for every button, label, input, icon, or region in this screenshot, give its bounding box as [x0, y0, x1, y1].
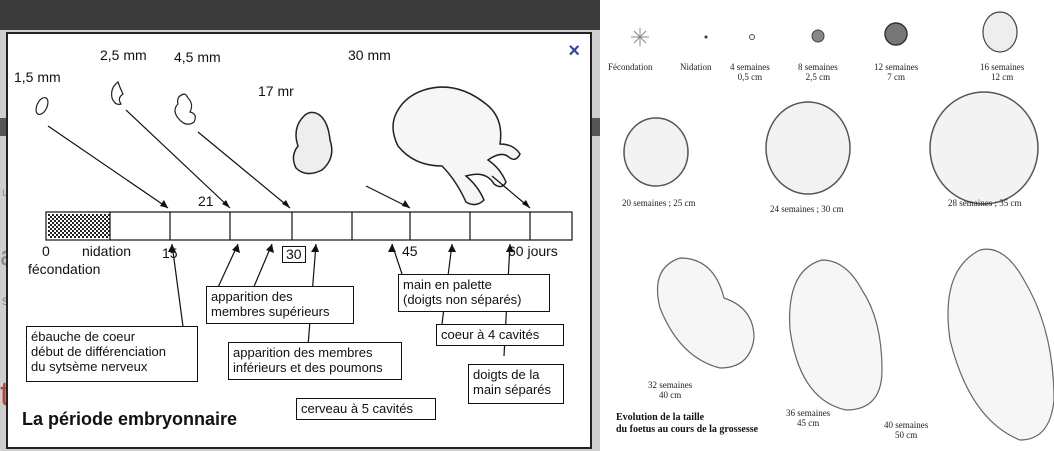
axis-tick-label: 0: [42, 244, 50, 259]
diagram-title: La période embryonnaire: [22, 409, 237, 430]
stage-caption: 20 semaines ; 25 cm: [622, 198, 696, 208]
annotation-box-membres-superieurs: apparition des membres supérieurs: [206, 286, 354, 324]
size-label: 17 mr: [258, 84, 294, 99]
axis-tick-label: 45: [402, 244, 418, 259]
image-lightbox: ×: [6, 32, 592, 449]
annotation-box-cerveau: cerveau à 5 cavités: [296, 398, 436, 420]
embryo-30mm: [393, 87, 520, 205]
embryo-12w: [885, 23, 907, 45]
background-header-bar: [0, 0, 600, 30]
embryo-16w: [983, 12, 1017, 52]
stage-caption: 24 semaines ; 30 cm: [770, 204, 844, 214]
axis-tick-label: 15: [162, 246, 178, 261]
axis-label-fecondation: fécondation: [28, 262, 100, 277]
annotation-box-membres-inferieurs: apparition des membres inférieurs et des…: [228, 342, 402, 380]
annotation-box-coeur-4-cavites: coeur à 4 cavités: [436, 324, 564, 346]
fetus-40w: [948, 249, 1054, 440]
size-label: 1,5 mm: [14, 70, 61, 85]
timeline-bar: [46, 212, 572, 240]
fetus-20w: [624, 118, 688, 186]
axis-tick-label: 21: [198, 194, 214, 209]
axis-tick-label: 60 jours: [508, 244, 558, 259]
size-label: 2,5 mm: [100, 48, 147, 63]
stage-caption: 28 semaines ; 35 cm: [948, 198, 1022, 208]
stage-caption: Nidation: [680, 62, 712, 72]
size-label: 30 mm: [348, 48, 391, 63]
axis-tick-label: 30: [282, 246, 306, 263]
stage-caption: Fécondation: [608, 62, 653, 72]
fetus-24w: [766, 102, 850, 194]
annotation-box-doigts: doigts de la main séparés: [468, 364, 564, 404]
embryo-1-5mm: [34, 96, 51, 117]
fetus-32w: [658, 258, 755, 368]
axis-label-nidation: nidation: [82, 244, 131, 259]
embryo-4-5mm: [175, 94, 195, 124]
fetus-36w: [790, 260, 882, 410]
annotation-box-main-palette: main en palette (doigts non séparés): [398, 274, 550, 312]
nidation-dot: [705, 36, 708, 39]
embryo-2-5mm: [112, 82, 123, 104]
size-label: 4,5 mm: [174, 50, 221, 65]
annotation-box-coeur: ébauche de coeur début de différenciatio…: [26, 326, 198, 382]
embryo-4w: [750, 35, 755, 40]
embryo-17mm: [293, 112, 331, 173]
fecondation-star-icon: [631, 28, 649, 46]
embryo-8w: [812, 30, 824, 42]
timeline-hatch: [48, 214, 110, 238]
fetus-28w: [930, 92, 1038, 204]
